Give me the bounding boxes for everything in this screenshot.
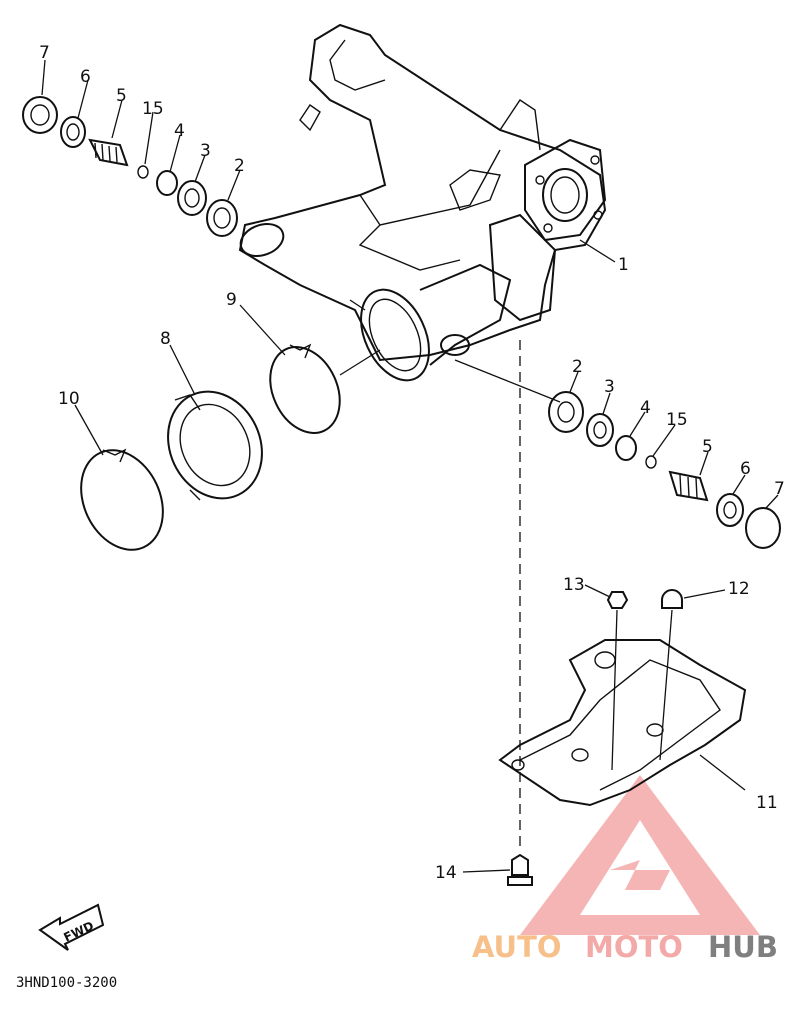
- callout-4-right: 4: [640, 398, 651, 418]
- part-code: 3HND100-3200: [16, 975, 117, 991]
- clamp-10: [80, 449, 164, 551]
- pivot-shaft-5-right: [668, 470, 709, 502]
- watermark-auto: AUTO: [472, 930, 562, 964]
- clamp-9: [269, 346, 341, 434]
- nut-6-right: [716, 493, 744, 527]
- callout-3-right: 3: [604, 377, 615, 397]
- bearing-2-right: [548, 391, 584, 433]
- bolt-13: [606, 591, 629, 609]
- callout-5-left: 5: [116, 86, 127, 106]
- guard-plate-11: [498, 639, 747, 807]
- seal-3-left: [177, 180, 207, 216]
- right-bearing-stack: [548, 391, 781, 549]
- fwd-arrow-icon: FWD: [38, 903, 105, 951]
- callout-6-right: 6: [740, 459, 751, 479]
- o-ring-15-right: [645, 455, 657, 469]
- fwd-label: FWD: [62, 919, 96, 945]
- callout-7-left: 7: [39, 43, 50, 63]
- bolt-12: [661, 589, 683, 609]
- nut-6-left: [60, 116, 86, 148]
- callout-8: 8: [160, 329, 171, 349]
- callout-2-right: 2: [572, 357, 583, 377]
- callout-4-left: 4: [174, 121, 185, 141]
- callout-2-left: 2: [234, 156, 245, 176]
- seal-3-right: [586, 413, 614, 447]
- callout-1: 1: [618, 255, 629, 275]
- bearing-2-left: [206, 199, 238, 237]
- callouts-right: 1 2 3 4 15 5 6 7 13 12 11 14: [435, 255, 785, 883]
- watermark-logo-icon: [520, 775, 760, 935]
- watermark-moto: MOTO: [585, 930, 683, 964]
- bolts: [507, 589, 683, 886]
- callout-12: 12: [728, 579, 750, 599]
- callout-15-right: 15: [666, 410, 688, 430]
- swingarm: [238, 23, 607, 382]
- washer-4-left: [156, 170, 178, 196]
- callout-10: 10: [58, 389, 80, 409]
- watermark-text: AUTO MOTO HUB: [472, 930, 778, 964]
- callout-11: 11: [756, 793, 778, 813]
- callout-5-right: 5: [702, 437, 713, 457]
- boot-and-clamps: [80, 343, 341, 551]
- callout-13: 13: [563, 575, 585, 595]
- callouts-left: 7 6 5 15 4 3 2 9 8 10: [39, 43, 245, 409]
- cap-7-left: [22, 96, 58, 134]
- boot-8: [167, 390, 263, 500]
- washer-4-right: [615, 435, 637, 461]
- callout-6-left: 6: [80, 67, 91, 87]
- callout-9: 9: [226, 290, 237, 310]
- watermark-hub: HUB: [708, 930, 778, 964]
- left-bearing-stack: [22, 96, 238, 237]
- callout-7-right: 7: [774, 479, 785, 499]
- callout-3-left: 3: [200, 141, 211, 161]
- pivot-shaft-5-left: [88, 138, 129, 167]
- cap-7-right: [745, 507, 781, 549]
- callout-14: 14: [435, 863, 457, 883]
- o-ring-15-left: [137, 165, 149, 179]
- callout-15-left: 15: [142, 99, 164, 119]
- bolt-14: [507, 853, 533, 886]
- leader-lines: [41, 59, 779, 873]
